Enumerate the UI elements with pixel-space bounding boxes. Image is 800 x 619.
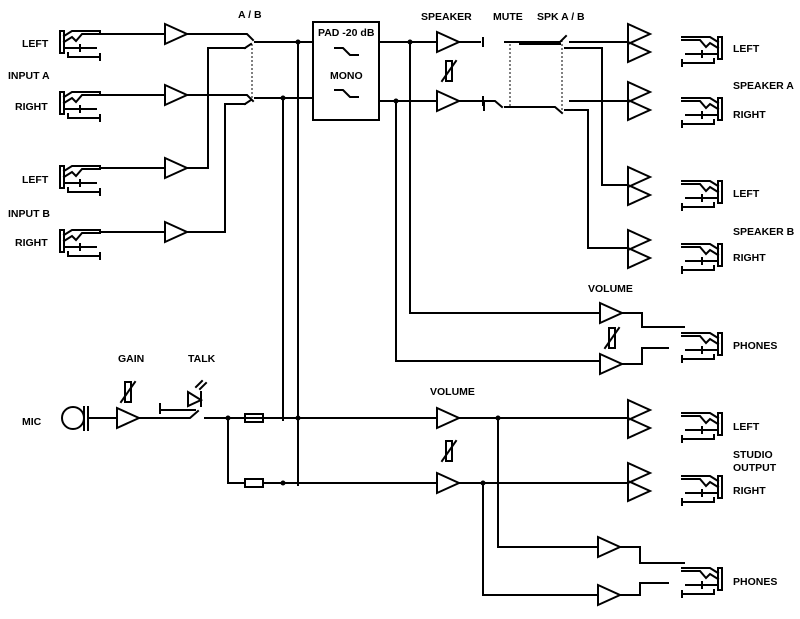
speaker-a-left-jack bbox=[681, 36, 723, 67]
speaker-amp-left bbox=[436, 31, 460, 53]
studio-left-label: LEFT bbox=[733, 421, 760, 433]
mono-switch-icon bbox=[334, 89, 359, 98]
input-a-left-jack bbox=[59, 30, 101, 61]
talk-switch bbox=[138, 379, 284, 419]
phones-amp-right bbox=[599, 353, 623, 375]
speaker-b-right-amp bbox=[627, 229, 651, 269]
input-b-label: INPUT B bbox=[8, 208, 50, 220]
mic-gain-amp bbox=[116, 407, 140, 429]
mic-icon bbox=[61, 406, 85, 430]
mono-label: MONO bbox=[330, 70, 363, 82]
input-b-right-amp bbox=[164, 221, 188, 243]
gain-knob bbox=[120, 381, 136, 403]
mute-label: MUTE bbox=[493, 11, 523, 23]
studio-output-label-1: STUDIO bbox=[733, 449, 773, 461]
speaker-label: SPEAKER bbox=[421, 11, 472, 23]
input-wires bbox=[99, 30, 166, 233]
input-a-label: INPUT A bbox=[8, 70, 50, 82]
ab-label: A / B bbox=[238, 9, 262, 21]
speaker-amp-right bbox=[436, 90, 460, 112]
speaker-b-right-jack bbox=[681, 243, 723, 274]
speaker-b-left-amp bbox=[627, 166, 651, 206]
phones-2-amp-right bbox=[597, 584, 621, 606]
input-b-left-label: LEFT bbox=[22, 174, 49, 186]
speaker-a-right-jack bbox=[681, 97, 723, 128]
speaker-b-left-label: LEFT bbox=[733, 188, 760, 200]
phones-2-wires bbox=[619, 546, 685, 596]
input-b-right-jack bbox=[59, 229, 101, 260]
input-a-right-jack bbox=[59, 91, 101, 122]
phones-2-amp-left bbox=[597, 536, 621, 558]
phones-2-label: PHONES bbox=[733, 576, 777, 588]
volume-studio-label: VOLUME bbox=[430, 386, 475, 398]
speaker-b-left-jack bbox=[681, 180, 723, 211]
pad-switch-icon bbox=[334, 47, 359, 56]
studio-right-amp bbox=[627, 462, 651, 502]
speaker-a-label: SPEAKER A bbox=[733, 80, 794, 92]
phones-amp-left bbox=[599, 302, 623, 324]
speaker-b-right-label: RIGHT bbox=[733, 252, 766, 264]
talk-routing bbox=[227, 413, 438, 488]
input-a-left-label: LEFT bbox=[22, 38, 49, 50]
speaker-b-label: SPEAKER B bbox=[733, 226, 795, 238]
gain-label: GAIN bbox=[118, 353, 144, 365]
phones-volume-knob bbox=[604, 327, 620, 349]
speaker-switches bbox=[458, 34, 629, 249]
phones-wires bbox=[621, 312, 685, 365]
studio-left-jack bbox=[681, 412, 723, 443]
studio-right-jack bbox=[681, 475, 723, 506]
speaker-a-right-label: RIGHT bbox=[733, 109, 766, 121]
input-a-left-amp bbox=[164, 23, 188, 45]
talk-label: TALK bbox=[188, 353, 216, 365]
main-buses bbox=[282, 41, 601, 486]
studio-left-amp bbox=[627, 399, 651, 439]
phones-1-label: PHONES bbox=[733, 340, 777, 352]
phones-jack-1 bbox=[681, 332, 723, 363]
studio-output-label-2: OUTPUT bbox=[733, 462, 777, 474]
studio-right-label: RIGHT bbox=[733, 485, 766, 497]
pad-mono-box bbox=[312, 21, 380, 121]
studio-wires bbox=[458, 417, 629, 596]
input-b-right-label: RIGHT bbox=[15, 237, 48, 249]
speaker-a-left-label: LEFT bbox=[733, 43, 760, 55]
input-a-right-amp bbox=[164, 84, 188, 106]
volume-phones-label: VOLUME bbox=[588, 283, 633, 295]
studio-amp-left bbox=[436, 407, 460, 429]
pad-label: PAD -20 dB bbox=[318, 27, 375, 39]
spk-ab-label: SPK A / B bbox=[537, 11, 585, 23]
phones-jack-2 bbox=[681, 567, 723, 598]
speaker-volume-knob bbox=[441, 60, 457, 82]
mic-label: MIC bbox=[22, 416, 42, 428]
studio-amp-right bbox=[436, 472, 460, 494]
speaker-a-left-amp bbox=[627, 23, 651, 63]
speaker-a-right-amp bbox=[627, 81, 651, 121]
input-b-left-amp bbox=[164, 157, 188, 179]
ab-switch bbox=[186, 33, 313, 233]
studio-volume-knob bbox=[441, 440, 457, 462]
input-a-right-label: RIGHT bbox=[15, 101, 48, 113]
input-b-left-jack bbox=[59, 165, 101, 196]
